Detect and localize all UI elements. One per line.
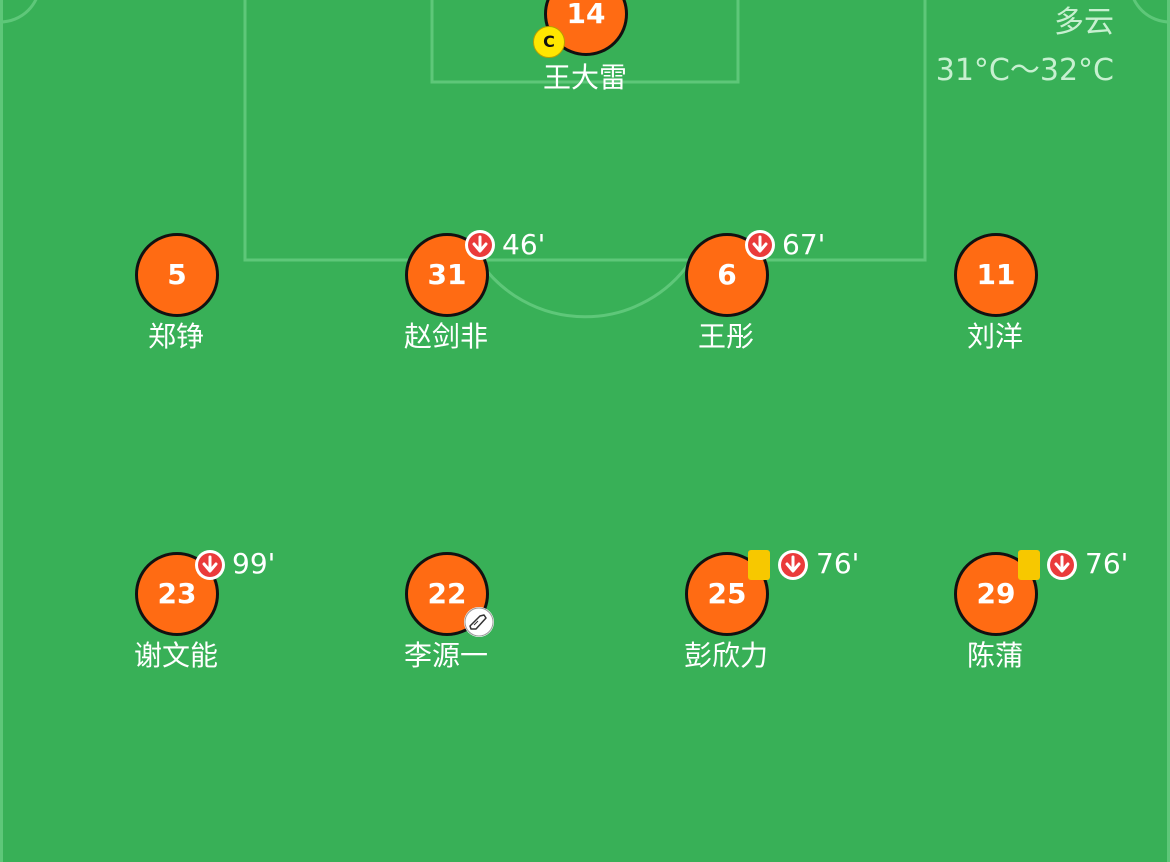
corner-arc-left xyxy=(0,0,38,24)
penalty-arc xyxy=(478,261,692,319)
sub-time: 99' xyxy=(232,547,276,580)
player-name: 彭欣力 xyxy=(683,639,768,672)
sub-time: 76' xyxy=(1085,547,1129,580)
sub-off-icon xyxy=(745,230,775,260)
player-name: 郑铮 xyxy=(147,320,204,353)
boot-icon xyxy=(464,607,494,637)
yellow-card-icon xyxy=(748,550,770,580)
player-25[interactable]: 25 76' 彭欣力 xyxy=(646,548,859,682)
sub-off-icon xyxy=(465,230,495,260)
player-14[interactable]: 14 C 王大雷 xyxy=(505,0,665,102)
corner-arc-right xyxy=(1132,0,1170,24)
player-number: 5 xyxy=(135,233,219,317)
sub-off-icon xyxy=(778,550,808,580)
player-name: 李源一 xyxy=(403,639,488,672)
weather-info: 多云 31°C～32°C xyxy=(936,0,1114,94)
goal-area xyxy=(430,0,740,84)
player-29[interactable]: 29 76' 陈蒲 xyxy=(915,548,1128,682)
captain-badge-icon: C xyxy=(533,26,565,58)
sub-time: 46' xyxy=(502,228,546,261)
sub-time: 76' xyxy=(816,547,860,580)
player-number: 11 xyxy=(954,233,1038,317)
yellow-card-icon xyxy=(1018,550,1040,580)
player-name: 王彤 xyxy=(697,320,754,353)
player-31[interactable]: 31 46' 赵剑非 xyxy=(366,229,545,363)
weather-condition: 多云 xyxy=(1054,5,1114,40)
player-number: 25 xyxy=(685,552,769,636)
player-name: 王大雷 xyxy=(542,61,627,94)
sub-off-icon xyxy=(1047,550,1077,580)
player-23[interactable]: 23 99' 谢文能 xyxy=(96,548,275,682)
player-22[interactable]: 22 李源一 xyxy=(366,552,526,682)
player-5[interactable]: 5 郑铮 xyxy=(96,233,256,363)
player-name: 陈蒲 xyxy=(966,639,1023,672)
penalty-box xyxy=(243,0,927,262)
sub-time: 67' xyxy=(782,228,826,261)
player-name: 赵剑非 xyxy=(403,320,488,353)
sub-off-icon xyxy=(195,550,225,580)
weather-temperature: 31°C～32°C xyxy=(935,53,1114,88)
player-name: 谢文能 xyxy=(133,639,218,672)
player-11[interactable]: 11 刘洋 xyxy=(915,233,1075,363)
player-number: 31 xyxy=(405,233,489,317)
player-6[interactable]: 6 67' 王彤 xyxy=(646,229,825,363)
player-name: 刘洋 xyxy=(966,320,1023,353)
